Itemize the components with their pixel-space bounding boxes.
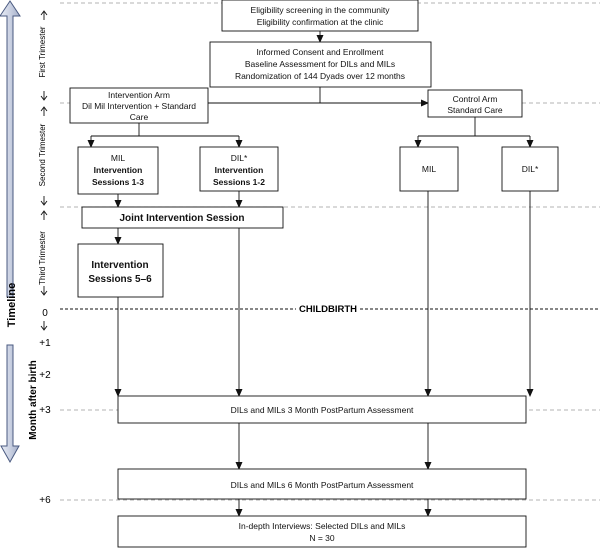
arrow-down-icon bbox=[40, 91, 48, 101]
boxes bbox=[69, 0, 559, 548]
month-label-plus1: +1 bbox=[39, 338, 51, 349]
arrow-up-icon bbox=[40, 106, 48, 116]
interviews-line-1: In-depth Interviews: Selected DILs and M… bbox=[239, 521, 406, 531]
month-label-plus6: +6 bbox=[39, 495, 51, 506]
month-label-plus2: +2 bbox=[39, 370, 51, 381]
consent-line-3: Randomization of 144 Dyads over 12 month… bbox=[235, 71, 405, 81]
intervention-arm-line-2: Dil Mil Intervention + Standard bbox=[82, 101, 196, 111]
dil-control-label: DIL* bbox=[522, 164, 539, 174]
mil-control-label: MIL bbox=[422, 164, 436, 174]
sessions-5-6-line-1: Intervention bbox=[91, 260, 148, 271]
eligibility-box bbox=[221, 0, 419, 32]
arrow-down-icon bbox=[40, 321, 48, 331]
connectors bbox=[87, 31, 534, 517]
interviews-line-2: N = 30 bbox=[309, 533, 335, 543]
month-label-plus3: +3 bbox=[39, 405, 51, 416]
timeline-label: Timeline bbox=[6, 283, 18, 327]
dil-control-box bbox=[501, 146, 559, 192]
mil-intervention-box bbox=[77, 146, 159, 195]
arrow-up-icon bbox=[40, 210, 48, 220]
arrow-down-icon bbox=[40, 286, 48, 296]
arrow-up-icon bbox=[40, 10, 48, 20]
month-labels: 0 +1 +2 +3 +6 bbox=[39, 308, 51, 506]
assessment-3-month-label: DILs and MILs 3 Month PostPartum Assessm… bbox=[231, 405, 414, 415]
dil-intervention-box bbox=[199, 146, 279, 192]
timeline-double-arrow bbox=[0, 0, 21, 464]
dil-intervention-line-2: Intervention bbox=[215, 165, 264, 175]
trimester-label-first: First Trimester bbox=[38, 26, 47, 77]
eligibility-line-1: Eligibility screening in the community bbox=[251, 5, 391, 15]
assessment-6-month-label: DILs and MILs 6 Month PostPartum Assessm… bbox=[231, 480, 414, 490]
trimester-label-second: Second Trimester bbox=[38, 123, 47, 186]
dil-intervention-line-3: Sessions 1-2 bbox=[213, 177, 265, 187]
assessment-3-month-box bbox=[117, 395, 527, 424]
month-after-birth-label: Month after birth bbox=[28, 360, 39, 439]
mil-control-box bbox=[399, 146, 459, 192]
childbirth-label: CHILDBIRTH bbox=[299, 304, 357, 315]
arrow-down-icon bbox=[40, 196, 48, 206]
consent-line-2: Baseline Assessment for DILs and MILs bbox=[245, 59, 395, 69]
trimester-small-arrows bbox=[40, 10, 48, 331]
interviews-box bbox=[117, 515, 527, 548]
dil-intervention-line-1: DIL* bbox=[231, 153, 248, 163]
consent-box bbox=[209, 41, 432, 88]
sessions-5-6-line-2: Sessions 5–6 bbox=[88, 274, 152, 285]
assessment-6-month-box bbox=[117, 468, 527, 500]
joint-session-box bbox=[81, 206, 284, 229]
sessions-5-6-box bbox=[77, 243, 164, 298]
consent-line-1: Informed Consent and Enrollment bbox=[256, 47, 384, 57]
trimester-label-third: Third Trimester bbox=[38, 231, 47, 285]
mil-intervention-line-2: Intervention bbox=[94, 165, 143, 175]
mil-intervention-line-1: MIL bbox=[111, 153, 125, 163]
control-arm-line-1: Control Arm bbox=[453, 94, 498, 104]
eligibility-line-2: Eligibility confirmation at the clinic bbox=[257, 17, 384, 27]
control-arm-box bbox=[427, 89, 523, 118]
joint-session-label: Joint Intervention Session bbox=[119, 213, 244, 224]
intervention-arm-box bbox=[69, 87, 209, 124]
intervention-arm-line-1: Intervention Arm bbox=[108, 90, 170, 100]
intervention-arm-line-3: Care bbox=[130, 112, 149, 122]
childbirth-label-bg bbox=[296, 302, 360, 314]
control-arm-line-2: Standard Care bbox=[447, 105, 503, 115]
month-label-0: 0 bbox=[42, 308, 48, 319]
mil-intervention-line-3: Sessions 1-3 bbox=[92, 177, 144, 187]
